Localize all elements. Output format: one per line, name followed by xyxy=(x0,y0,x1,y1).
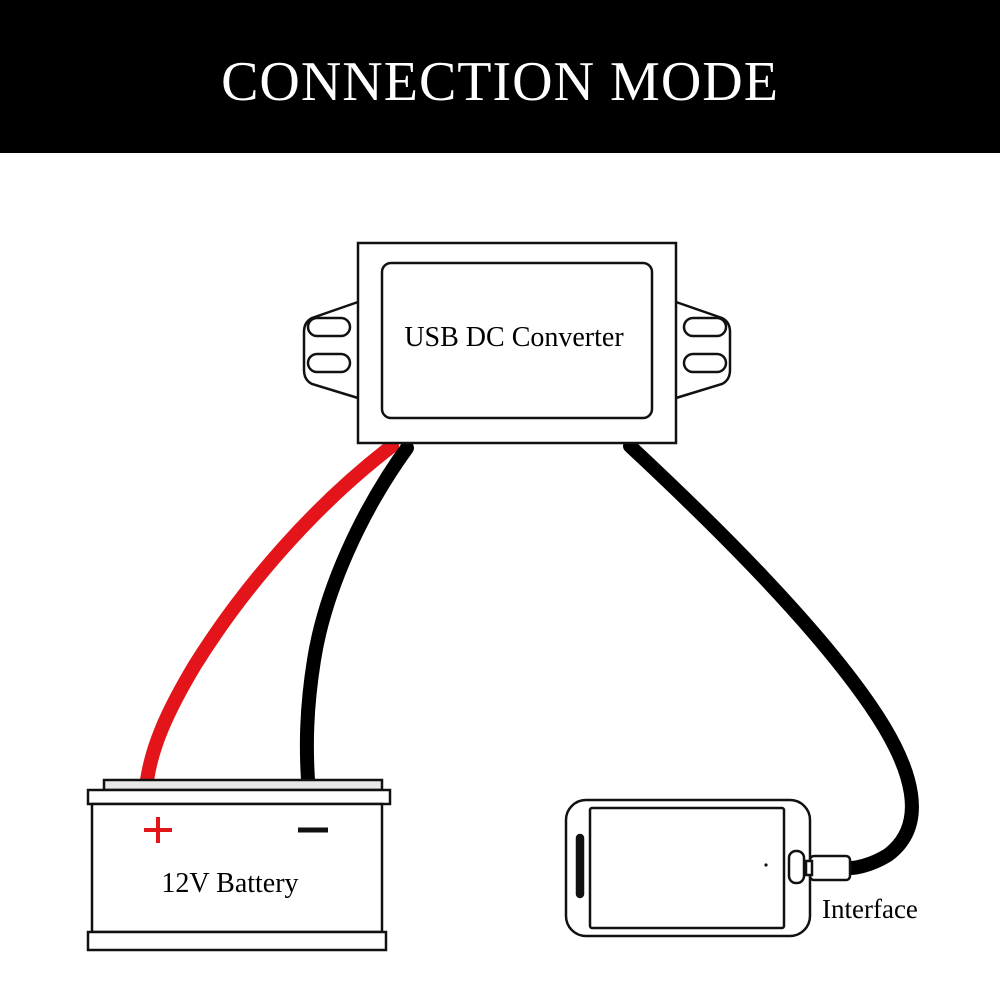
converter-mounting-ear-left xyxy=(302,300,359,400)
interface-label: Interface xyxy=(822,894,918,924)
converter-label: USB DC Converter xyxy=(404,322,624,353)
phone xyxy=(564,798,852,938)
phone-camera-dot-icon xyxy=(764,863,768,867)
negative-wire-battery xyxy=(299,441,414,787)
battery-positive-terminal-icon xyxy=(144,817,172,843)
title-bar: CONNECTION MODE xyxy=(0,0,1000,153)
converter-panel xyxy=(380,261,654,420)
battery xyxy=(86,778,392,952)
battery-label: 12V Battery xyxy=(161,868,299,899)
diagram-title: CONNECTION MODE xyxy=(221,50,779,113)
output-wire-phone xyxy=(623,439,919,875)
converter-mounting-ear-right xyxy=(675,300,732,400)
positive-wire xyxy=(140,439,399,787)
